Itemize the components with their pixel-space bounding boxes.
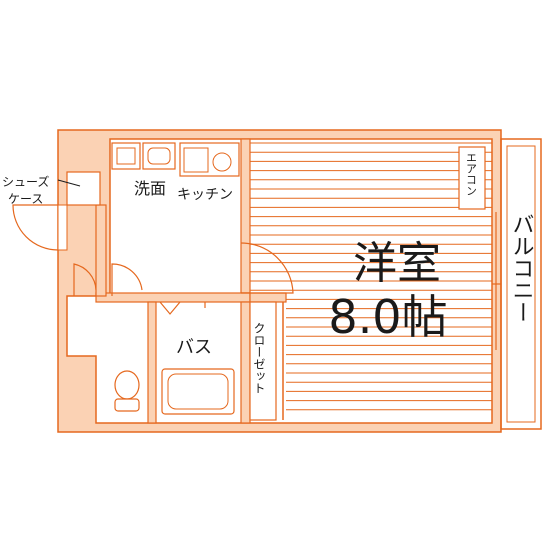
door-bath [159,301,181,315]
bathtub-inner [167,373,229,410]
shoe-case-leader [57,179,81,187]
kitchen-sink [183,147,209,173]
door-bedroom [240,242,294,294]
wall-entrance-inner [95,204,107,297]
shoe-case [66,171,101,206]
shoe-case-label-1: シューズ [2,174,49,189]
toilet-tank [114,398,140,412]
shoe-case-label-2: ケース [8,192,43,206]
closet-box [249,301,277,421]
wash-label: 洗面 [134,179,166,198]
door-toilet [73,263,97,296]
bath-label: バス [176,337,212,358]
toilet-bowl [114,370,140,400]
entrance-sill [57,204,68,251]
balcony-rail [506,145,536,423]
aircon-label: エアコン [465,152,478,196]
closet-label: クローゼット [252,322,266,394]
room-name-label: 洋室 [353,238,441,289]
stove-burner [212,152,232,172]
entrance-door [12,204,59,251]
room-size-label: 8.0帖 [328,290,447,344]
door-kitchen [111,263,143,296]
balcony-label: バルコニー [509,213,534,323]
washbasin-bowl [147,147,171,165]
kitchen-label: キッチン [177,187,233,203]
bedroom-flooring [250,142,492,411]
wall-bath-closet [240,301,251,424]
wall-closet-bedroom-top [249,292,287,303]
washbasin-left-bowl [116,147,136,165]
aircon-unit [458,146,486,210]
wall-horizontal-mid [95,292,251,303]
wall-toilet-bath [147,301,157,424]
wall-kitchen-bedroom [240,138,251,294]
